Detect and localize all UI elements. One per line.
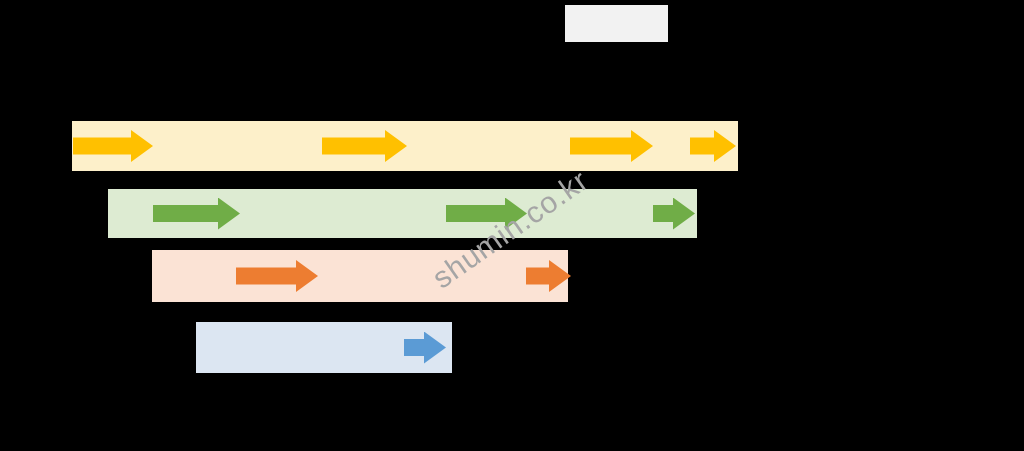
process-bar-stage-3 [152,250,568,302]
legend-box [565,5,668,42]
